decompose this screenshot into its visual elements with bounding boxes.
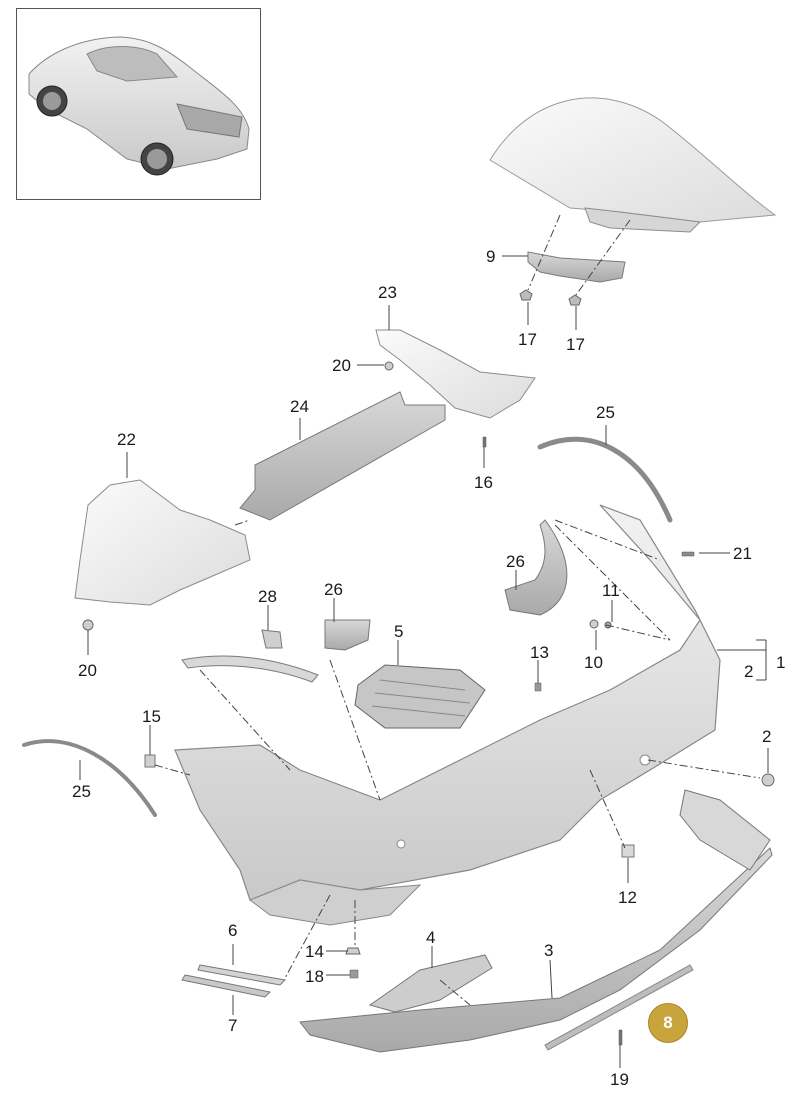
part-28-arc-bracket <box>181 655 319 683</box>
callout-5: 5 <box>394 622 404 641</box>
part-12-clip <box>621 844 635 858</box>
part-13-clip <box>534 682 542 692</box>
callout-20-upper: 20 <box>332 356 351 375</box>
callout-14: 14 <box>305 942 324 961</box>
part-17-clip-right <box>568 294 582 306</box>
callout-8-highlight[interactable]: 8 <box>648 1003 688 1043</box>
part-2-plug <box>761 773 775 787</box>
callout-11: 11 <box>602 581 620 600</box>
callout-13: 13 <box>530 643 549 662</box>
callout-4: 4 <box>426 928 436 947</box>
part-20-clip-lower <box>82 619 94 631</box>
leader-lines <box>79 255 769 1068</box>
part-21-screw <box>681 551 695 557</box>
part-28-tab <box>261 629 283 649</box>
part-9-bracket <box>527 251 626 283</box>
part-19-screw <box>618 1029 623 1046</box>
part-26-bracket-left <box>324 619 371 651</box>
car-rear-view-icon <box>28 36 250 176</box>
part-10-clip <box>589 619 599 629</box>
part-15-clip <box>144 754 156 768</box>
vehicle-thumbnail <box>16 8 261 200</box>
callout-2-bracket: 2 <box>744 662 754 681</box>
callout-18: 18 <box>305 967 324 986</box>
callout-17-left: 17 <box>518 330 537 349</box>
part-5-grille-slats <box>371 679 471 717</box>
part-17-clip-left <box>519 289 533 301</box>
callout-20-lower: 20 <box>78 661 97 680</box>
part-20-clip-upper <box>384 361 394 371</box>
callout-23: 23 <box>378 283 397 302</box>
car-body-flange <box>584 207 702 233</box>
callout-2: 2 <box>762 727 772 746</box>
part-18-screw <box>349 969 359 979</box>
callout-6: 6 <box>228 921 238 940</box>
callout-15: 15 <box>142 707 161 726</box>
callout-21: 21 <box>733 544 752 563</box>
part-22-bracket <box>74 479 251 606</box>
part-8-strip <box>544 964 694 1051</box>
part-1-sensor-hole <box>396 839 406 849</box>
callout-24: 24 <box>290 397 309 416</box>
callout-25-upper: 25 <box>596 403 615 422</box>
callout-10: 10 <box>584 653 603 672</box>
part-5-grille <box>354 664 486 729</box>
callout-26-left: 26 <box>324 580 343 599</box>
callout-16: 16 <box>474 473 493 492</box>
part-6-strip <box>197 964 287 986</box>
part-16-screw <box>482 436 487 448</box>
callout-3: 3 <box>544 941 554 960</box>
callout-7: 7 <box>228 1016 238 1035</box>
callout-19: 19 <box>610 1070 629 1089</box>
callout-17-right: 17 <box>566 335 585 354</box>
part-4-insert <box>368 954 493 1013</box>
part-24-rail <box>239 391 446 521</box>
part-23-bracket <box>375 329 536 419</box>
part-1-bumper-lower-lip <box>248 879 422 926</box>
part-3-diffuser <box>299 847 773 1053</box>
car-body-panel <box>489 97 777 223</box>
part-14-nut <box>345 947 361 955</box>
callout-28: 28 <box>258 587 277 606</box>
part-3-diffuser-top <box>679 789 771 871</box>
callout-9: 9 <box>486 247 496 266</box>
callout-12: 12 <box>618 888 637 907</box>
part-26-bracket-right <box>504 519 568 616</box>
part-25-trim-upper <box>537 436 673 523</box>
callout-25-lower: 25 <box>72 782 91 801</box>
part-25-trim-lower <box>22 739 157 817</box>
part-7-strip <box>181 974 272 998</box>
callout-26-right: 26 <box>506 552 525 571</box>
assembly-lines <box>154 214 761 1006</box>
callout-1: 1 <box>776 653 786 672</box>
callout-22: 22 <box>117 430 136 449</box>
